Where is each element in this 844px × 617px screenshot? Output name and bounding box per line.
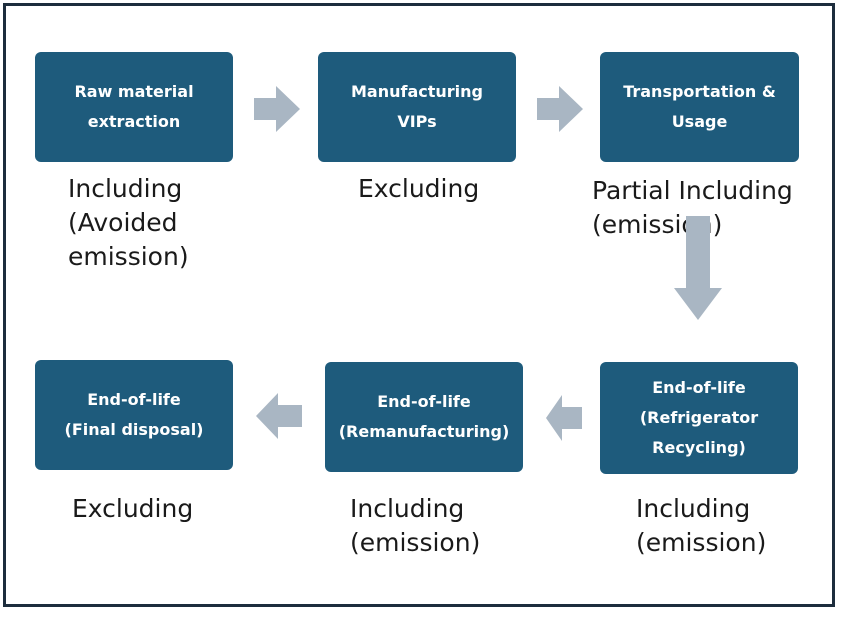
stage-manufacturing-line-1: Manufacturing — [351, 82, 483, 101]
stage-transportation-line-1: Transportation & — [623, 82, 776, 101]
stage-eol-remanufacturing-line-1: End-of-life — [377, 392, 471, 411]
status-transportation-line-1: Partial Including — [592, 176, 793, 205]
status-raw-material: Including (Avoided emission) — [68, 172, 189, 274]
stage-raw-material-line-2: extraction — [87, 112, 181, 131]
stage-transportation-box: Transportation & Usage — [600, 52, 799, 162]
status-manufacturing-line-1: Excluding — [358, 174, 480, 203]
stage-raw-material-box: Raw material extraction — [35, 52, 233, 162]
stage-eol-recycling-box: End-of-life (Refrigerator Recycling) — [600, 362, 798, 474]
arrow-left-2 — [256, 393, 302, 439]
stage-manufacturing-line-2: VIPs — [397, 112, 437, 131]
status-raw-material-line-3: emission) — [68, 242, 189, 271]
status-eol-remanufacturing-line-1: Including — [350, 494, 465, 523]
status-eol-remanufacturing: Including (emission) — [350, 492, 480, 560]
status-raw-material-line-2: (Avoided — [68, 208, 178, 237]
status-eol-recycling-line-2: (emission) — [636, 528, 767, 557]
stage-transportation-line-2: Usage — [671, 112, 728, 131]
status-eol-remanufacturing-line-2: (emission) — [350, 528, 481, 557]
arrow-left-icon — [256, 393, 302, 439]
stage-eol-remanufacturing-line-2: (Remanufacturing) — [338, 422, 510, 441]
stage-eol-recycling-line-2: (Refrigerator — [639, 408, 759, 427]
stage-eol-recycling-line-1: End-of-life — [652, 378, 746, 397]
arrow-down-icon — [674, 216, 722, 320]
status-manufacturing: Excluding — [358, 172, 479, 206]
status-raw-material-line-1: Including — [68, 174, 183, 203]
arrow-right-2 — [537, 86, 583, 132]
stage-eol-disposal-line-2: (Final disposal) — [64, 420, 204, 439]
status-eol-recycling: Including (emission) — [636, 492, 766, 560]
arrow-right-icon — [537, 86, 583, 132]
stage-manufacturing-box: Manufacturing VIPs — [318, 52, 516, 162]
status-eol-disposal-line-1: Excluding — [72, 494, 194, 523]
stage-eol-remanufacturing-box: End-of-life (Remanufacturing) — [325, 362, 523, 472]
arrow-down — [674, 216, 722, 320]
stage-eol-disposal-box: End-of-life (Final disposal) — [35, 360, 233, 470]
status-eol-disposal: Excluding — [72, 492, 193, 526]
stage-eol-recycling-line-3: Recycling) — [652, 438, 746, 457]
arrow-right-icon — [254, 86, 300, 132]
arrow-left-1 — [546, 395, 582, 441]
stage-raw-material-line-1: Raw material — [74, 82, 194, 101]
status-eol-recycling-line-1: Including — [636, 494, 751, 523]
stage-eol-disposal-line-1: End-of-life — [87, 390, 181, 409]
arrow-right-1 — [254, 86, 300, 132]
arrow-left-icon — [546, 395, 582, 441]
